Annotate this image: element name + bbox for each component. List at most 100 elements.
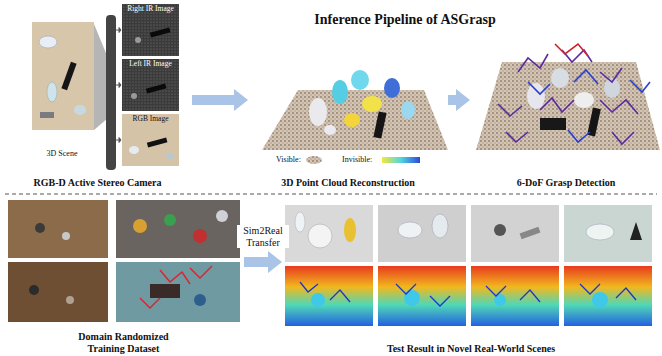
- node-caption: RGB Image: [132, 115, 168, 124]
- test-results: [398, 222, 422, 238]
- point-cloud: [309, 98, 327, 126]
- camera-output-lines: [119, 138, 121, 143]
- test-results: [616, 288, 636, 300]
- image-panel: 3D Scene: [28, 20, 96, 160]
- training-photos: [116, 200, 240, 258]
- test-results: [300, 282, 318, 292]
- camera-frustum: [94, 24, 108, 130]
- ir-image: [122, 4, 179, 111]
- rgb-image: [147, 137, 168, 147]
- stage-panel: Domain Randomized Training Dataset: [5, 198, 242, 356]
- rgb-image: [122, 114, 179, 166]
- training-photos: [140, 298, 160, 308]
- grasp-scene: [476, 62, 660, 150]
- node-caption: 3D Point Cloud Reconstruction: [281, 177, 415, 189]
- grasp-poses: [518, 54, 548, 72]
- camera-body: [106, 15, 116, 170]
- test-results: [494, 224, 506, 236]
- grasp-poses: [574, 70, 598, 84]
- point-cloud: [332, 80, 348, 104]
- grasp-poses: [498, 44, 650, 144]
- training-photos: [194, 294, 206, 306]
- ir-image: [150, 27, 171, 37]
- grasp-scene: [540, 118, 566, 130]
- grasp-poses: [498, 50, 638, 144]
- legend-text: Invisible:: [342, 155, 372, 164]
- point-cloud: [262, 90, 448, 150]
- node-caption: RGB-D Active Stereo Camera: [34, 177, 162, 189]
- node-caption: Domain Randomized Training Dataset: [60, 331, 188, 354]
- section-divider: [5, 194, 657, 195]
- point-cloud: [401, 101, 415, 119]
- scene-photo: [39, 36, 57, 48]
- grasp-poses: [506, 132, 528, 142]
- node-caption: Right IR Image: [127, 5, 174, 14]
- test-results: [378, 205, 466, 262]
- camera-output-lines: [116, 28, 121, 143]
- stage-panel: RGB-D Active Stereo Camera 3D Scene Right …: [5, 0, 190, 190]
- point-cloud: [351, 70, 369, 90]
- point-cloud: [362, 96, 382, 112]
- point-cloud: [262, 70, 448, 150]
- grasp-poses: [600, 68, 622, 82]
- ir-image: [135, 37, 141, 43]
- training-photos: [29, 285, 39, 295]
- training-photos: [133, 219, 147, 233]
- point-cloud: [373, 111, 386, 138]
- test-results: [308, 224, 332, 248]
- test-results: [344, 218, 356, 242]
- rgb-image: [129, 146, 139, 154]
- ir-image: [122, 4, 179, 56]
- image-panel: Right IR Image: [121, 3, 180, 57]
- flow-arrow: [192, 89, 248, 111]
- node-caption: Left IR Image: [129, 60, 171, 69]
- image-panel: RGB Image: [121, 113, 180, 167]
- training-photos: [164, 214, 176, 226]
- rgb-image: [166, 153, 174, 159]
- test-results: [486, 286, 506, 296]
- scene-photo: [40, 112, 54, 118]
- ir-image: [131, 93, 137, 99]
- grasp-poses: [498, 104, 522, 116]
- node-caption: 3D Scene: [47, 149, 78, 158]
- flow-arrow: [244, 251, 282, 273]
- test-results: [471, 205, 559, 262]
- training-photos: [8, 200, 108, 258]
- test-results: [471, 266, 559, 326]
- training-photos: [8, 262, 108, 322]
- grasp-poses: [528, 82, 550, 94]
- training-photos: [216, 210, 228, 222]
- grasp-poses: [568, 130, 590, 142]
- test-results: [564, 266, 652, 326]
- scene-photo: [61, 62, 76, 90]
- stage-panel: Test Result in Novel Real-World Scenes: [284, 198, 658, 356]
- ir-image: [146, 83, 167, 93]
- legend-sample: [306, 156, 420, 164]
- legend-text: Visible:: [276, 155, 301, 164]
- training-photos: [116, 262, 240, 322]
- test-results: [586, 224, 614, 240]
- test-results: [630, 222, 642, 240]
- legend-sample: [306, 156, 322, 164]
- camera-output-lines: [119, 28, 121, 33]
- grasp-scene: [476, 62, 660, 150]
- test-results: [430, 296, 450, 306]
- grasp-scene: [574, 92, 594, 108]
- legend-sample: [382, 157, 420, 163]
- test-results: [285, 266, 373, 326]
- grasp-poses: [630, 80, 650, 92]
- test-results: [285, 205, 652, 326]
- training-photos: [150, 284, 180, 298]
- test-results: [378, 266, 466, 326]
- rgb-image: [122, 114, 179, 166]
- test-results: [564, 205, 652, 262]
- training-photos: [193, 229, 207, 243]
- point-cloud: [384, 78, 400, 98]
- grasp-poses: [555, 44, 588, 56]
- test-results: [404, 290, 420, 306]
- test-results: [300, 282, 636, 306]
- scene-photo: [74, 105, 86, 115]
- scene-photo: [32, 22, 94, 130]
- training-photos: [190, 266, 212, 278]
